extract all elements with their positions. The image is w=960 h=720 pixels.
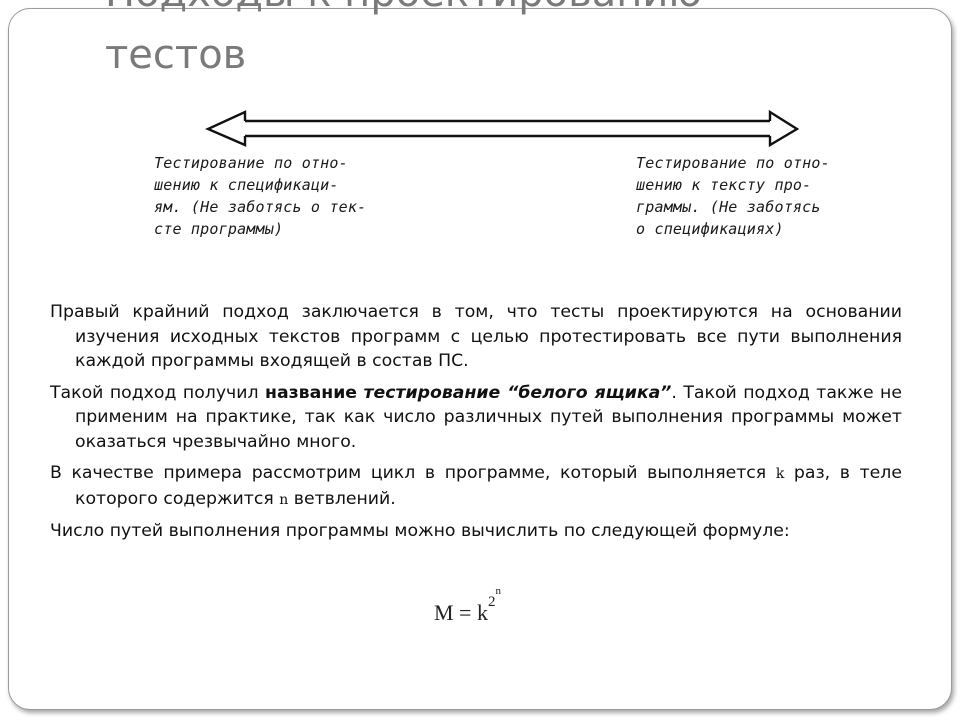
- formula-base: M = k: [434, 600, 488, 625]
- white-box-text-start: Такой подход получил: [50, 382, 266, 403]
- slide-body: Правый крайний подход заключается в том,…: [50, 300, 902, 551]
- paragraph-white-box: Такой подход получил название тестирован…: [50, 381, 902, 455]
- white-box-term: тестирование “белого ящика”: [363, 382, 672, 403]
- paragraph-loop-example: В качестве примера рассмотрим цикл в про…: [50, 461, 902, 512]
- formula-exponent: 2: [487, 594, 496, 610]
- approach-spectrum-diagram: Тестирование по отно- шению к спецификац…: [140, 100, 860, 260]
- formula-exponent-power: n: [495, 585, 501, 597]
- slide-title-line-1: Подходы к проектированию: [105, 0, 702, 24]
- code-testing-caption: Тестирование по отно- шению к тексту про…: [636, 154, 830, 238]
- double-arrow-icon: [205, 109, 800, 148]
- loop-text-start: В качестве примера рассмотрим цикл в про…: [50, 463, 776, 483]
- variable-k: k: [775, 466, 785, 482]
- slide-title: Подходы к проектированию тестов: [105, 0, 702, 86]
- white-box-term-label: название: [265, 382, 358, 403]
- paragraph-right-approach: Правый крайний подход заключается в том,…: [50, 302, 902, 371]
- slide-title-line-2: тестов: [105, 32, 247, 78]
- path-count-formula: M = k2n: [434, 585, 501, 626]
- white-box-text-end: . Такой подход также не применим на прак…: [75, 382, 902, 452]
- loop-text-middle: раз, в теле которого содержится: [75, 463, 902, 509]
- slide-frame: [8, 8, 952, 710]
- loop-text-end: ветвлений.: [288, 488, 396, 509]
- spec-testing-caption: Тестирование по отно- шению к спецификац…: [154, 154, 367, 238]
- paragraph-path-count: Число путей выполнения программы можно в…: [50, 521, 790, 541]
- variable-n: n: [279, 491, 289, 508]
